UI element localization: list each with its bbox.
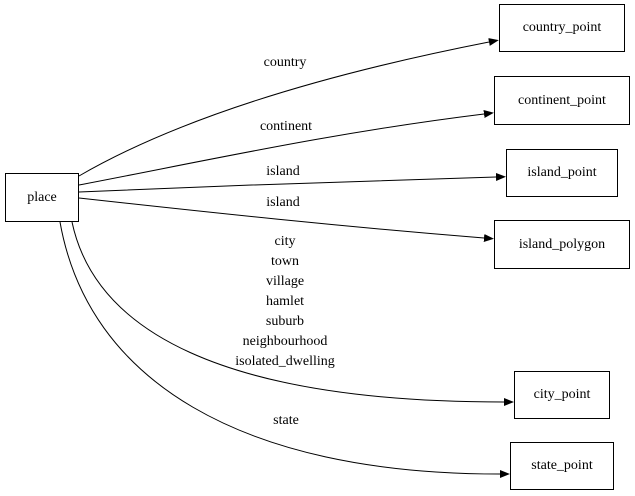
edge-label-text: isolated_dwelling xyxy=(235,354,335,369)
node-island-point: island_point xyxy=(506,149,618,197)
node-continent-point: continent_point xyxy=(494,76,630,125)
edge-label-text: island xyxy=(266,164,300,179)
edge-label-text: suburb xyxy=(265,314,305,329)
edge-label-state: state xyxy=(273,411,299,431)
edge-label-city-group: city town village hamlet suburb neighbou… xyxy=(235,232,335,372)
node-country-point: country_point xyxy=(499,4,625,52)
edge-label-island-polygon: island xyxy=(266,193,299,213)
edge-label-continent: continent xyxy=(260,117,312,137)
edge-place-island-point xyxy=(78,173,506,193)
node-city-point: city_point xyxy=(514,371,610,419)
edge-place-continent-point xyxy=(78,110,494,186)
edge-label-country: country xyxy=(264,53,307,73)
edge-label-text: town xyxy=(270,254,299,269)
edge-place-state-point xyxy=(59,221,510,478)
edge-label-text: continent xyxy=(259,119,313,134)
edge-label-text: neighbourhood xyxy=(242,334,328,349)
node-state-point: state_point xyxy=(510,442,614,490)
edge-label-island-point: island xyxy=(266,162,299,182)
node-island-polygon: island_polygon xyxy=(494,220,630,269)
edge-place-island-polygon xyxy=(78,197,494,242)
edge-label-text: city xyxy=(274,234,296,249)
edge-label-text: state xyxy=(273,413,299,428)
edge-label-text: country xyxy=(263,55,307,70)
edge-label-text: village xyxy=(265,274,305,289)
edge-place-city-point xyxy=(71,221,514,406)
edge-label-text: island xyxy=(266,195,300,210)
edge-place-country-point xyxy=(78,38,499,177)
node-place: place xyxy=(5,173,79,222)
edge-label-text: hamlet xyxy=(265,294,305,309)
